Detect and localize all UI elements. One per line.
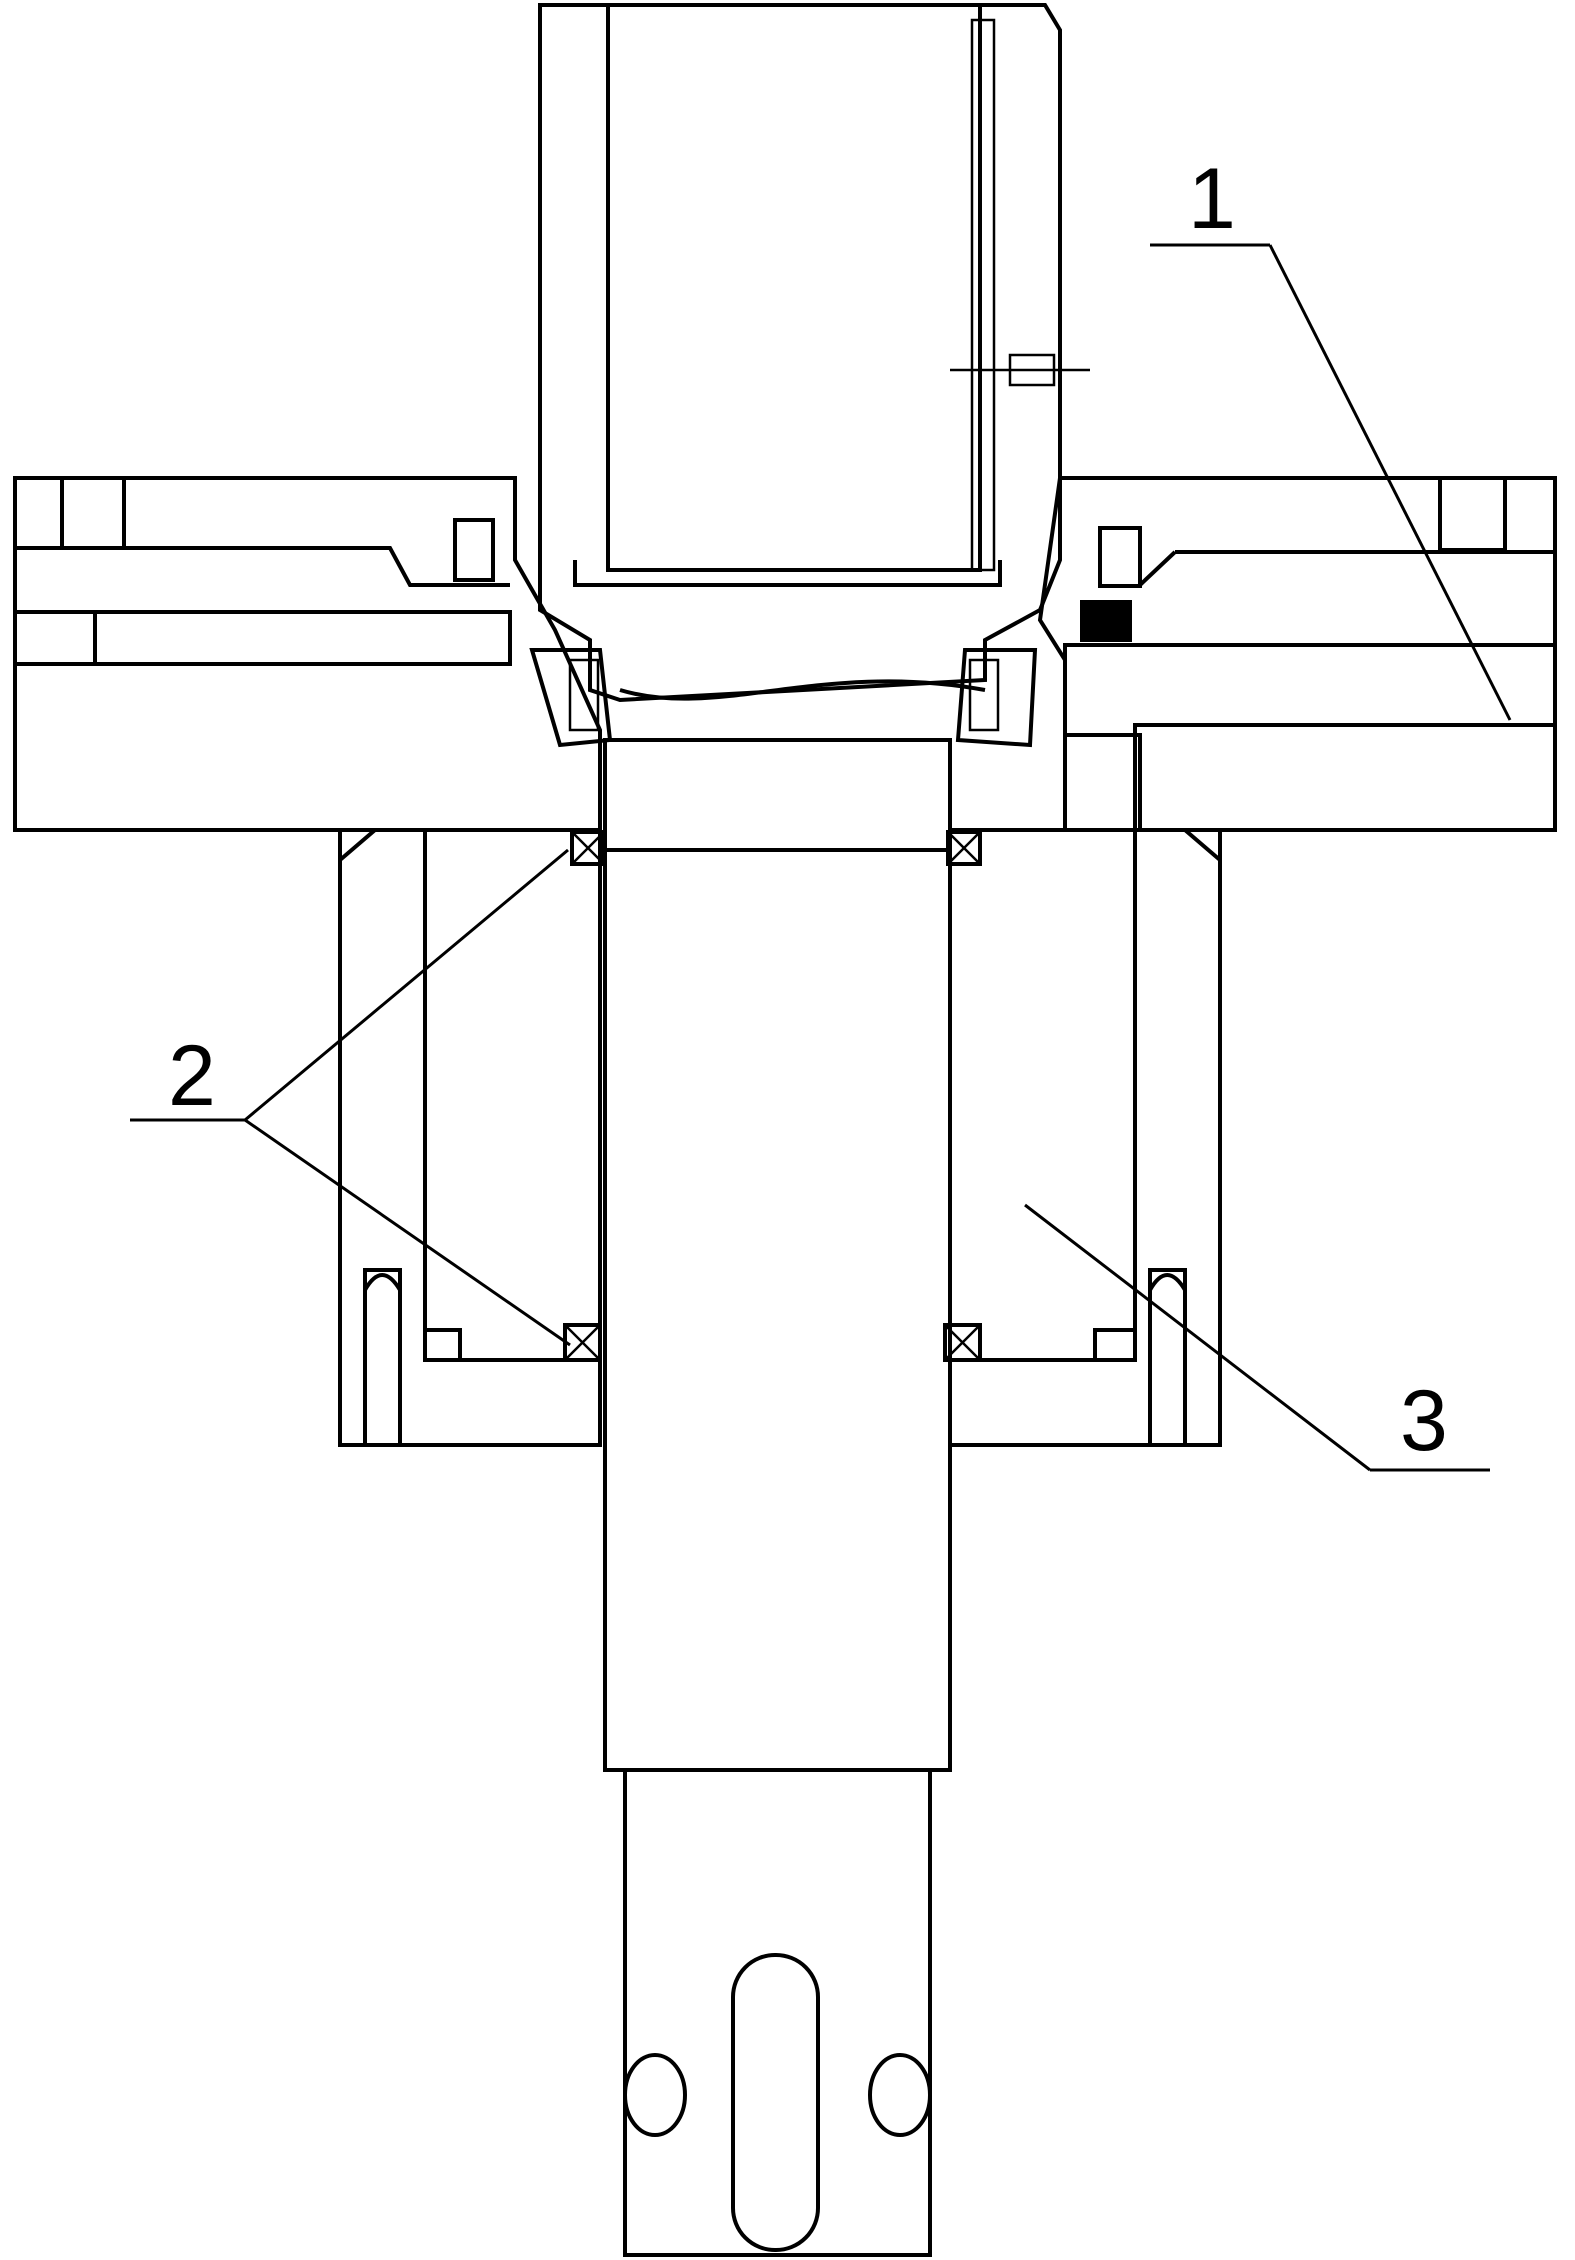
- callout-3: 3: [1024, 1203, 1490, 1472]
- keyway-slot: [731, 1953, 820, 2252]
- callout-label-1: 1: [1188, 151, 1236, 247]
- bearing-right: [955, 648, 1038, 748]
- callout-label-2: 2: [168, 1028, 216, 1124]
- upper-flange-left: [13, 476, 602, 832]
- lower-housing: [338, 828, 1222, 1447]
- fill-chamber-left: [423, 828, 602, 1362]
- seal-rings: [563, 830, 982, 1362]
- seal-block: [1080, 600, 1132, 642]
- callout-2: 2: [130, 848, 571, 1347]
- callout-1: 1: [1150, 151, 1512, 721]
- upper-flange-right: [1037, 476, 1557, 832]
- shaft: [603, 738, 952, 2257]
- central-hub: [538, 2, 1090, 703]
- callout-label-3: 3: [1400, 1373, 1448, 1469]
- cross-hole-right: [868, 2053, 932, 2137]
- bearing-left: [529, 648, 613, 748]
- cross-hole-left: [623, 2053, 687, 2137]
- fill-chamber-right: [948, 828, 1137, 1362]
